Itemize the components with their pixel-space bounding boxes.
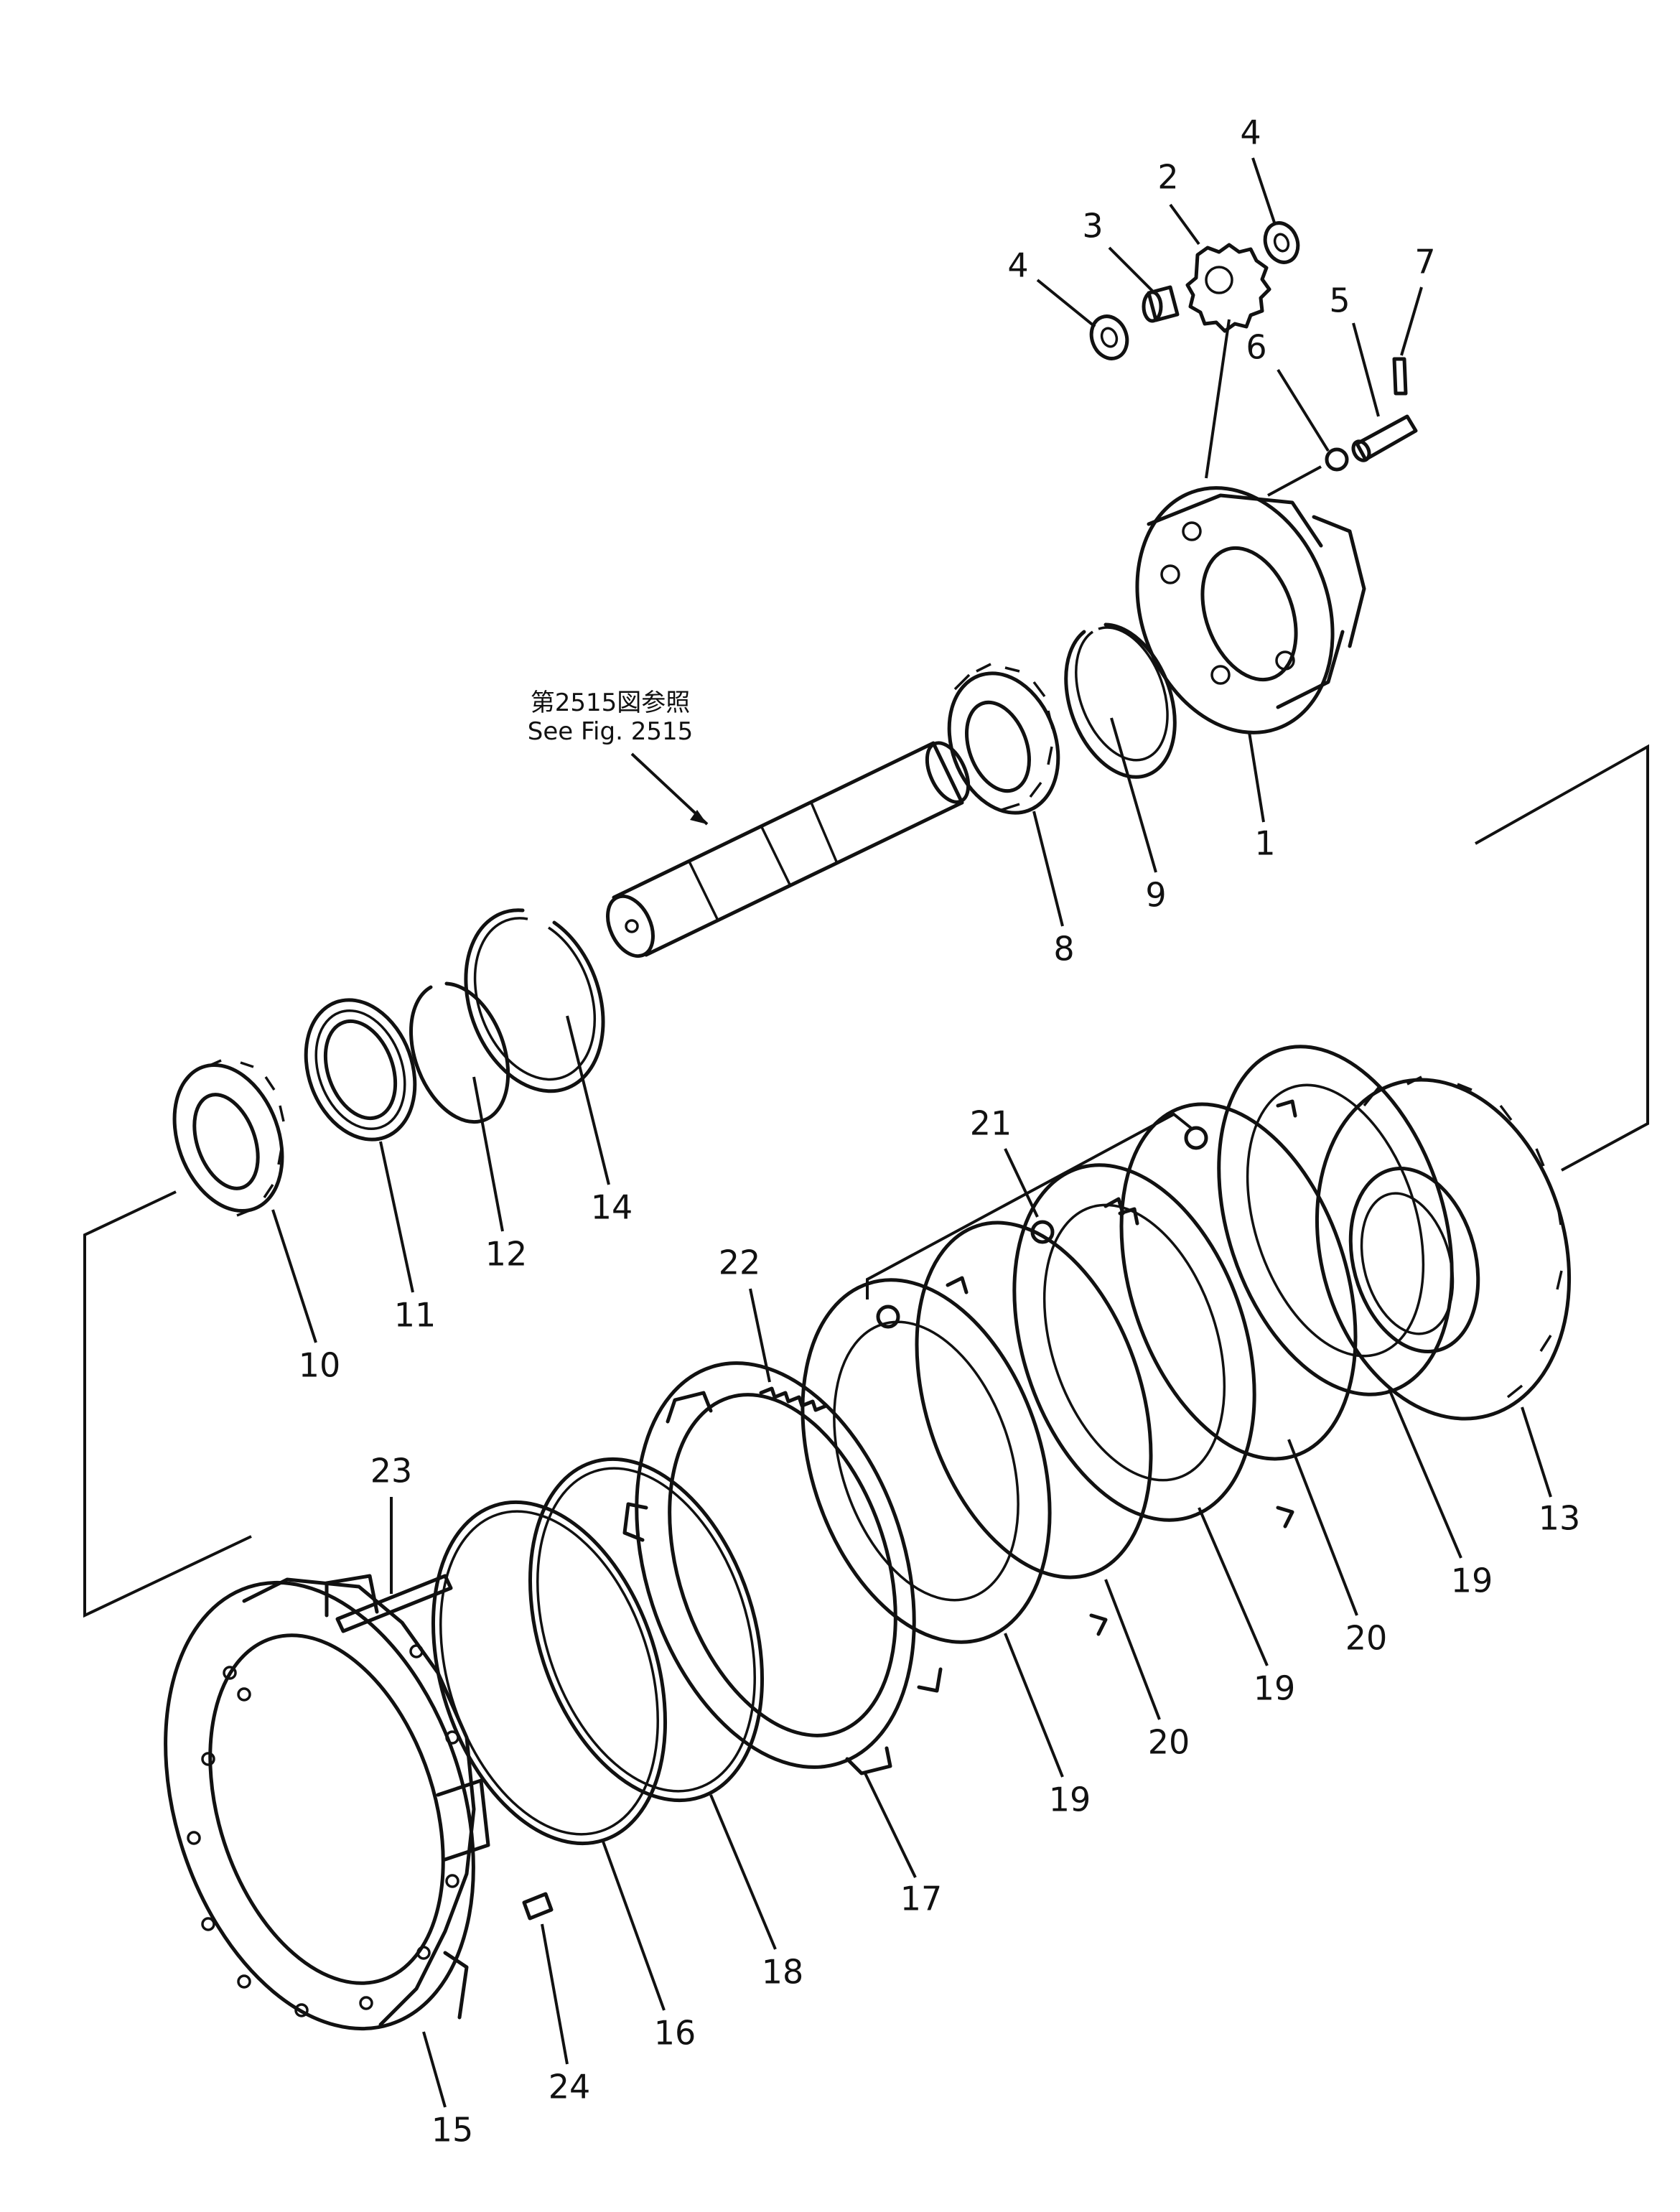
- part-14-snap-ring: [464, 908, 605, 1093]
- svg-text:15: 15: [431, 2111, 474, 2150]
- part-15-housing: [164, 1574, 490, 2031]
- svg-text:24: 24: [549, 2068, 591, 2106]
- part-5-shaft-pin: [1351, 414, 1418, 462]
- callout-1: 1: [1248, 732, 1276, 863]
- callout-16: 16: [602, 1841, 696, 2053]
- callout-4b: 4: [1240, 113, 1276, 223]
- part-19-disc-rear: [1217, 1045, 1454, 1396]
- part-17-piston: [622, 1361, 943, 1775]
- part-20-plate-rear: [1103, 1099, 1358, 1529]
- callout-19b: 19: [1198, 1507, 1296, 1708]
- svg-text:14: 14: [591, 1188, 633, 1227]
- svg-text:8: 8: [1053, 930, 1074, 969]
- callout-18: 18: [709, 1794, 804, 1992]
- svg-text:11: 11: [394, 1296, 437, 1335]
- svg-text:1: 1: [1254, 824, 1275, 863]
- reference-note: 第2515図参照 See Fig. 2515: [528, 689, 709, 826]
- part-23-pin: [335, 1574, 453, 1633]
- callout-15: 15: [422, 2031, 474, 2150]
- grouping-brackets: [83, 319, 1649, 1618]
- part-21-snap-rings: [876, 1126, 1208, 1329]
- reference-note-japanese: 第2515図参照: [531, 689, 691, 717]
- part-1-carrier: [1135, 486, 1366, 734]
- svg-text:19: 19: [1049, 1781, 1091, 1819]
- part-19-disc-middle: [1012, 1163, 1256, 1522]
- part-11-bearing: [304, 998, 417, 1142]
- callout-2: 2: [1157, 158, 1200, 246]
- svg-text:22: 22: [719, 1243, 761, 1282]
- callout-5: 5: [1329, 281, 1380, 417]
- svg-text:13: 13: [1539, 1499, 1581, 1538]
- svg-text:9: 9: [1145, 876, 1166, 915]
- callout-23: 23: [370, 1452, 413, 1594]
- part-20-plate-front: [915, 1207, 1153, 1636]
- part-6-ball: [1325, 447, 1349, 472]
- callout-19a: 19: [1004, 1633, 1091, 1819]
- part-24-pin: [522, 1892, 554, 1921]
- callout-12: 12: [472, 1076, 528, 1274]
- callout-6: 6: [1246, 328, 1330, 452]
- part-8-gear: [947, 663, 1060, 815]
- svg-text:2: 2: [1157, 158, 1178, 197]
- svg-text:10: 10: [299, 1346, 341, 1385]
- reference-note-arrowhead: [690, 810, 707, 824]
- callout-14: 14: [566, 1015, 633, 1227]
- svg-text:21: 21: [970, 1104, 1012, 1143]
- part-19-disc-front: [801, 1278, 1052, 1644]
- callout-20b: 20: [1287, 1439, 1388, 1658]
- callouts: 1 2 3 4 4 5 6 7: [271, 113, 1581, 2150]
- callout-4a: 4: [1007, 246, 1096, 328]
- part-9-snap-ring: [1064, 622, 1177, 779]
- callout-9: 9: [1110, 717, 1167, 915]
- svg-text:12: 12: [485, 1235, 528, 1274]
- reference-note-english: See Fig. 2515: [528, 717, 693, 746]
- callout-3: 3: [1082, 207, 1154, 292]
- callout-13: 13: [1521, 1406, 1581, 1538]
- svg-text:4: 4: [1240, 113, 1261, 152]
- callout-17: 17: [864, 1773, 943, 1918]
- svg-text:18: 18: [762, 1953, 804, 1992]
- part-4-washer-right: [1263, 221, 1300, 264]
- svg-text:6: 6: [1246, 328, 1266, 367]
- callout-7: 7: [1400, 243, 1436, 356]
- svg-text:4: 4: [1007, 246, 1028, 285]
- part-3-bushing: [1142, 285, 1180, 323]
- callout-21: 21: [970, 1104, 1039, 1218]
- part-10-gear: [172, 1059, 285, 1217]
- input-shaft: [606, 741, 971, 958]
- part-18-o-ring: [528, 1457, 765, 1803]
- reference-note-leader: [630, 752, 709, 826]
- part-13-gear: [1315, 1075, 1572, 1421]
- callout-22: 22: [719, 1243, 771, 1383]
- part-12-snap-ring: [409, 981, 510, 1124]
- svg-text:16: 16: [654, 2014, 696, 2053]
- svg-text:19: 19: [1451, 1562, 1493, 1600]
- part-2-pinion: [1185, 243, 1271, 333]
- svg-text:19: 19: [1254, 1669, 1296, 1708]
- svg-text:17: 17: [900, 1880, 943, 1918]
- callout-24: 24: [541, 1923, 591, 2106]
- part-22-spring: [759, 1386, 829, 1412]
- callout-8: 8: [1032, 811, 1075, 969]
- part-7-roll-pin: [1392, 357, 1408, 396]
- svg-text:23: 23: [370, 1452, 413, 1490]
- svg-text:20: 20: [1345, 1619, 1388, 1658]
- svg-text:3: 3: [1082, 207, 1103, 246]
- part-4-washer-left: [1089, 314, 1129, 360]
- callout-10: 10: [271, 1209, 341, 1385]
- svg-text:5: 5: [1329, 281, 1350, 320]
- svg-text:7: 7: [1414, 243, 1435, 281]
- svg-text:20: 20: [1148, 1723, 1190, 1762]
- callout-19c: 19: [1388, 1389, 1493, 1600]
- callout-11: 11: [379, 1141, 437, 1335]
- callout-20a: 20: [1104, 1579, 1190, 1762]
